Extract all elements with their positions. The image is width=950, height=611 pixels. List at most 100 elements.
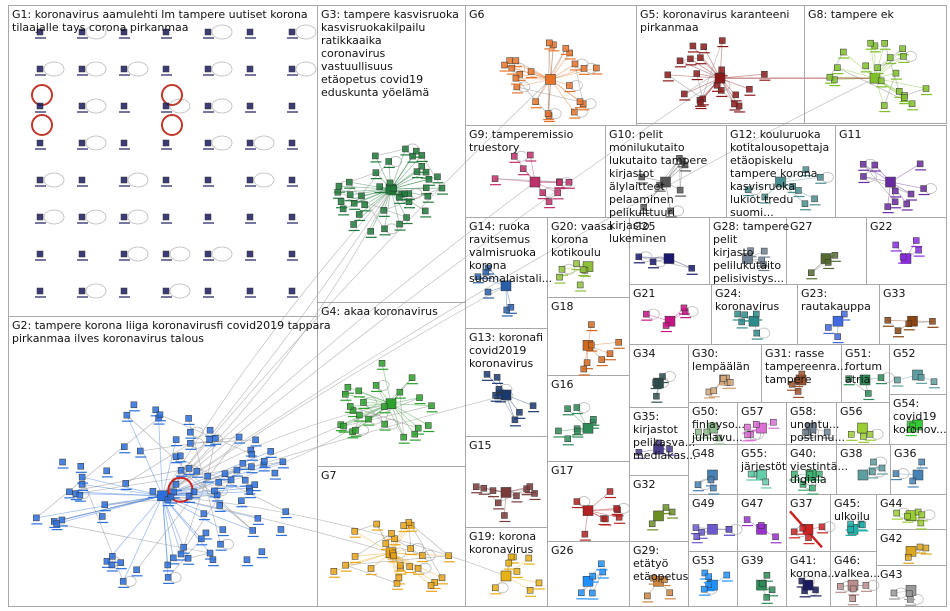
edge xyxy=(125,442,191,484)
node xyxy=(249,527,256,534)
self-loop xyxy=(85,24,107,40)
node xyxy=(802,166,810,173)
node xyxy=(747,470,755,478)
node xyxy=(418,152,426,159)
node xyxy=(718,87,725,94)
group-label-g33: G33 xyxy=(883,287,906,300)
group-subtitle-g10: lukeminen xyxy=(609,232,666,245)
node xyxy=(204,250,212,258)
edge xyxy=(696,73,704,99)
group-subtitle-g29: etäopetus xyxy=(633,570,689,583)
node xyxy=(172,436,180,443)
node xyxy=(877,77,885,85)
node xyxy=(367,565,375,572)
node xyxy=(204,28,212,36)
self-loop xyxy=(169,246,191,262)
edge xyxy=(515,77,551,80)
node xyxy=(367,228,374,235)
node xyxy=(76,491,84,499)
node-hub xyxy=(653,510,664,522)
node xyxy=(123,411,131,419)
edge xyxy=(106,495,163,562)
node-hub xyxy=(802,579,814,591)
node xyxy=(770,418,777,426)
node xyxy=(753,310,760,318)
group-subtitle-g28: kirjasto xyxy=(713,246,754,259)
node xyxy=(676,57,684,65)
node xyxy=(715,434,723,442)
node xyxy=(710,484,717,492)
group-label-g12: G12: kouluruoka xyxy=(730,128,821,141)
group-subtitle-g12: tampere korona xyxy=(730,167,818,180)
group-label-g17: G17 xyxy=(551,464,574,477)
edge xyxy=(550,67,597,80)
node xyxy=(743,516,751,523)
node xyxy=(815,470,823,478)
self-loop xyxy=(127,246,149,262)
node xyxy=(489,487,497,494)
node xyxy=(508,64,516,72)
node xyxy=(396,220,403,228)
node xyxy=(246,488,254,495)
node xyxy=(36,65,44,73)
edge xyxy=(345,393,392,405)
node xyxy=(746,85,753,93)
group-label-g35: G35: xyxy=(633,410,659,423)
edge xyxy=(36,495,163,519)
self-loop xyxy=(253,135,275,151)
inter-group-edge xyxy=(162,188,392,497)
group-subtitle-g1: tilaajalle tays corona pirkanmaa xyxy=(12,21,189,34)
node xyxy=(909,477,917,485)
node xyxy=(355,211,363,218)
node xyxy=(562,45,570,52)
group-subtitle-g14: korona xyxy=(469,259,506,272)
node xyxy=(122,480,129,487)
node xyxy=(403,214,410,221)
node xyxy=(396,388,404,396)
self-loop xyxy=(85,283,107,299)
edge xyxy=(349,181,392,190)
node xyxy=(799,480,807,488)
edge xyxy=(348,181,365,206)
group-label-g39: G39 xyxy=(741,554,764,567)
node xyxy=(78,287,86,295)
node-hub xyxy=(832,315,844,327)
node xyxy=(340,422,347,430)
node xyxy=(258,548,266,555)
node xyxy=(535,579,543,587)
node xyxy=(167,493,175,501)
node xyxy=(408,374,416,381)
node xyxy=(288,65,296,73)
node xyxy=(760,247,768,255)
node-hub xyxy=(157,490,168,502)
node xyxy=(121,443,128,450)
node xyxy=(581,530,589,538)
node xyxy=(546,39,553,47)
group-subtitle-g19: koronavirus xyxy=(469,543,533,556)
node xyxy=(761,70,768,78)
node xyxy=(680,304,688,312)
node xyxy=(615,514,623,521)
node xyxy=(152,406,159,414)
node xyxy=(760,261,767,268)
node xyxy=(162,139,170,147)
node xyxy=(818,523,826,531)
node xyxy=(212,435,219,442)
node-hub xyxy=(707,524,718,535)
self-loop xyxy=(253,172,275,188)
group-subtitle-g9: truestory xyxy=(469,141,520,154)
node xyxy=(219,526,227,533)
group-subtitle-g28: pelisivistys... xyxy=(713,272,784,285)
group-box-g8 xyxy=(804,5,947,124)
node xyxy=(512,57,520,64)
node xyxy=(206,426,214,434)
node xyxy=(221,470,229,477)
group-label-g46: G46: xyxy=(834,554,860,567)
self-loop xyxy=(127,172,149,188)
node xyxy=(484,288,492,296)
edge xyxy=(550,79,575,113)
nodes-layer xyxy=(31,28,941,606)
edge xyxy=(69,468,190,493)
node xyxy=(78,139,86,147)
group-subtitle-g3: kasvisruokakilpailu xyxy=(321,21,425,34)
